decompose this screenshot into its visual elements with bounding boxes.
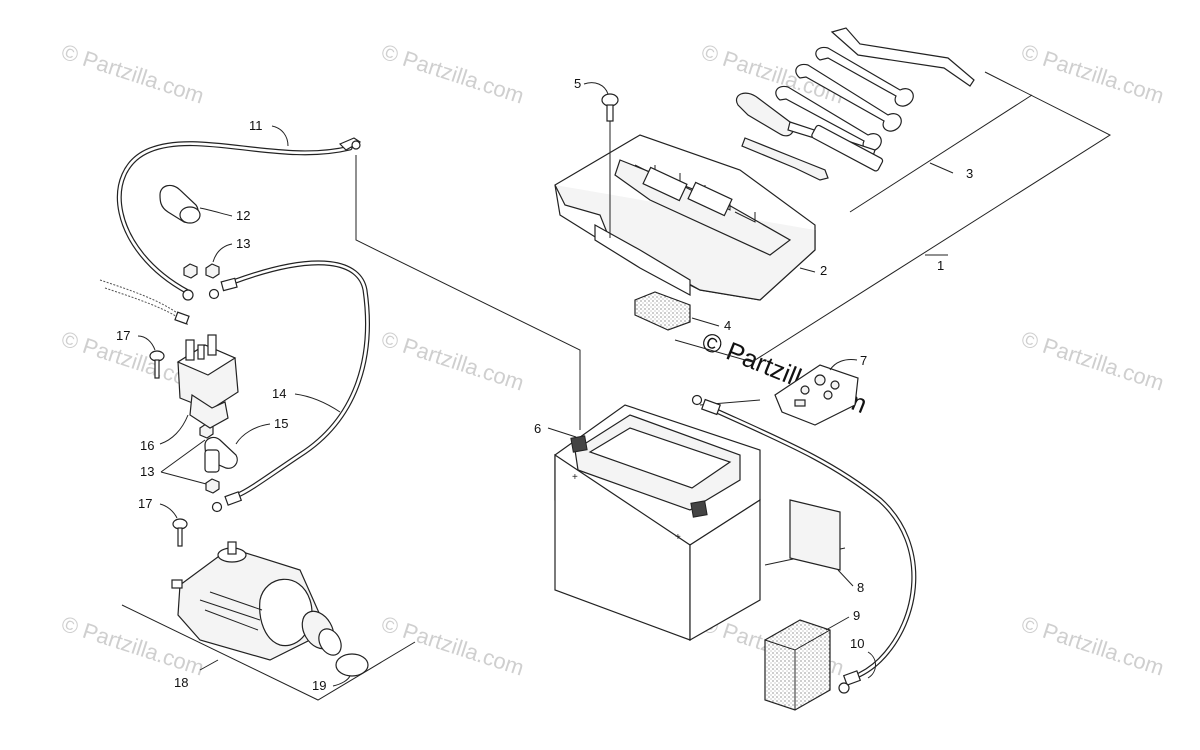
callout-18: 18 (174, 675, 188, 690)
watermark-text: © Partzilla.com (378, 326, 527, 396)
svg-text:+: + (675, 532, 681, 543)
callout-1: 1 (937, 258, 944, 273)
part-2-battery-tray (554, 134, 816, 301)
part-3-tool-kit (736, 27, 975, 181)
callout-5: 5 (574, 76, 581, 91)
cable-11 (116, 137, 362, 301)
part-15-terminal-cap (204, 436, 238, 473)
callout-4: 4 (724, 318, 731, 333)
watermark-text: © Partzilla.com (1018, 611, 1167, 681)
part-19-o-ring (335, 653, 369, 677)
callout-6: 6 (534, 421, 541, 436)
part-8-label (789, 499, 841, 571)
part-18-starter-motor (171, 541, 342, 661)
callout-13-bottom: 13 (140, 464, 154, 479)
callout-10: 10 (850, 636, 864, 651)
watermark-text: © Partzilla.com (378, 611, 527, 681)
part-6-battery: + + (554, 404, 761, 642)
wire-lead (104, 287, 183, 321)
cable-10 (691, 394, 917, 694)
callout-9: 9 (853, 608, 860, 623)
part-9-foam-block (764, 619, 831, 711)
callout-12: 12 (236, 208, 250, 223)
callout-19: 19 (312, 678, 326, 693)
callout-11: 11 (249, 118, 263, 133)
callout-3: 3 (966, 166, 973, 181)
svg-text:+: + (572, 472, 578, 483)
callout-14: 14 (272, 386, 286, 401)
part-12-terminal-cap (159, 184, 201, 224)
watermark-text: © Partzilla.com (378, 39, 527, 109)
part-5-screw (601, 93, 619, 238)
part-7-terminal-hardware (774, 364, 859, 426)
watermark-text: © Partzilla.com (1018, 39, 1167, 109)
callout-17-top: 17 (116, 328, 130, 343)
callout-labels: 1 2 3 4 5 6 7 8 9 10 11 12 13 13 14 15 1… (116, 76, 973, 693)
wire-lead (99, 279, 189, 326)
callout-13-top: 13 (236, 236, 250, 251)
callout-15: 15 (274, 416, 288, 431)
part-16-solenoid (174, 311, 239, 429)
part-4-foam-pad (634, 291, 691, 331)
callout-8: 8 (857, 580, 864, 595)
part-17-bolt (149, 350, 188, 547)
cable-14 (208, 260, 370, 513)
callout-2: 2 (820, 263, 827, 278)
callout-16: 16 (140, 438, 154, 453)
callout-7: 7 (860, 353, 867, 368)
watermark-text: © Partzilla.com (1018, 326, 1167, 396)
callout-17-bottom: 17 (138, 496, 152, 511)
watermark-text: © Partzilla.com (58, 39, 207, 109)
